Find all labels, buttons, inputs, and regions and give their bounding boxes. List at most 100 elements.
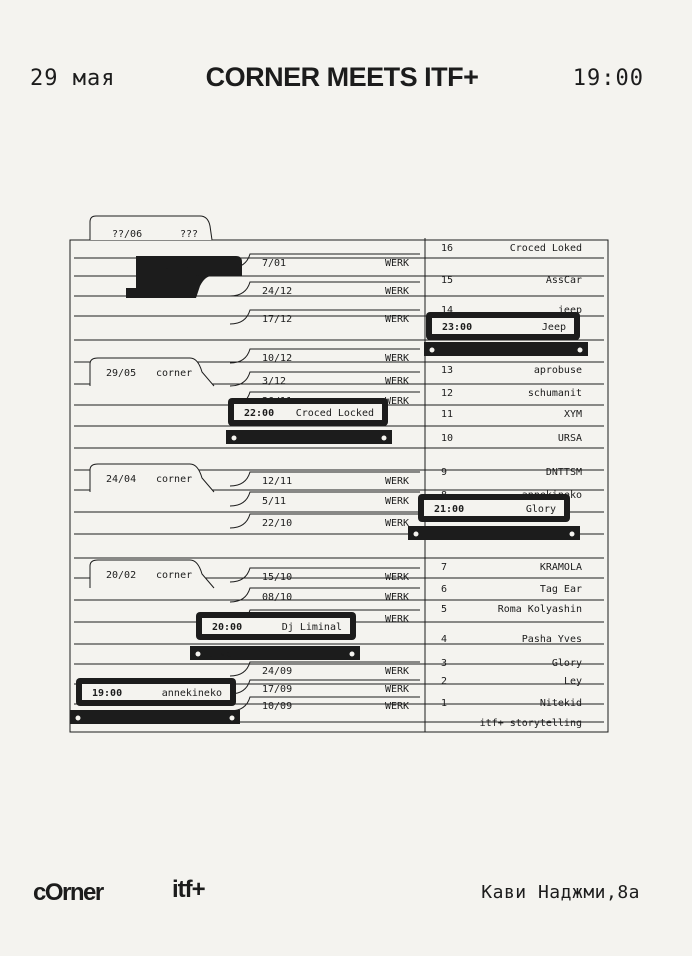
lineup-number: 4 [441,634,447,645]
date-label: 22/10 [262,518,292,529]
schedule-time: 20:00 [212,622,242,633]
werk-tag: WERK [385,496,409,507]
lineup-artist: Glory [552,658,582,669]
werk-tag: WERK [385,353,409,364]
lineup-artist: jeep [558,305,582,316]
date-label: 08/10 [262,592,292,603]
lineup-artist: Nitekid [540,698,582,709]
top-tab-date: ??/06 [112,229,142,240]
event-title: CORNER MEETS ITF+ [205,62,479,92]
event-date: 29 мая [30,66,116,91]
date-tab-edge [229,567,420,583]
date-label: 5/11 [262,496,286,507]
lineup-artist: Roma Kolyashin [498,604,582,615]
lineup-number: 7 [441,562,447,573]
schedule-artist: Glory [526,504,556,515]
schedule-badge-window [82,684,230,700]
date-tab-edge [229,513,420,529]
top-tab-label: ??? [180,229,198,240]
lineup-number: 16 [441,243,453,254]
date-tab-edge [229,281,420,297]
date-label: 17/12 [262,314,292,325]
base-rivet [577,347,583,353]
date-label: 3/12 [262,376,286,387]
schedule-note: live [208,649,232,660]
lineup-number: 15 [441,275,453,286]
date-tab-edge [229,491,420,507]
werk-tag: WERK [385,684,409,695]
folder-block-outline [69,239,609,733]
schedule-artist: Croced Locked [296,408,374,419]
lineup-artist: Croced Loked [510,243,582,254]
corner-logo: cOrner [33,879,104,906]
werk-tag: WERK [385,518,409,529]
top-folder-tab [89,215,213,241]
itf-logo-text: itf+ [162,265,203,285]
date-label: 24/09 [262,666,292,677]
schedule-time: 19:00 [92,688,122,699]
schedule-base-bar [70,710,240,724]
date-label: 10/12 [262,353,292,364]
base-rivet [75,715,81,721]
event-time: 19:00 [572,66,644,91]
werk-tag: WERK [385,592,409,603]
schedule-base-bar [424,342,588,356]
werk-tag: WERK [385,614,409,625]
date-label: 12/11 [262,476,292,487]
lineup-number: 10 [441,433,453,444]
group-tab-label: corner [156,474,192,485]
bottom-label: itf+ storytelling [480,718,582,729]
venue-address: Кави Наджми,8а [481,882,640,903]
schedule-base-bar [408,526,580,540]
schedule-time: 23:00 [442,322,472,333]
lineup-number: 5 [441,604,447,615]
lineup-number: 6 [441,584,447,595]
group-folder-tab [89,357,215,387]
werk-tag: WERK [385,666,409,677]
werk-tag: WERK [385,572,409,583]
werk-tag: WERK [385,376,409,387]
date-tab-edge [229,471,420,487]
werk-tag: WERK [385,258,409,269]
lineup-number: 9 [441,467,447,478]
schedule-time: 22:00 [244,408,274,419]
lineup-artist: KRAMOLA [540,562,582,573]
base-rivet [349,651,355,657]
date-tab-edge [229,309,420,325]
lineup-number: 11 [441,409,453,420]
group-tab-date: 24/04 [106,474,136,485]
werk-tag: WERK [385,286,409,297]
schedule-time: 21:00 [434,504,464,515]
lineup-number: 1 [441,698,447,709]
date-tab-edge [229,348,420,364]
schedule-artist: Jeep [542,322,566,333]
date-tab-edge [229,661,420,677]
schedule-artist: annekineko [162,688,222,699]
lineup-number: 2 [441,676,447,687]
lineup-artist: schumanit [528,388,582,399]
lineup-artist: aprobuse [534,365,582,376]
schedule-badge-window [202,618,350,634]
lineup-artist: DNTTSM [546,467,582,478]
date-label: 15/10 [262,572,292,583]
base-rivet [231,435,237,441]
schedule-base-bar [190,646,360,660]
lineup-artist: URSA [558,433,582,444]
group-tab-date: 20/02 [106,570,136,581]
date-label: 10/09 [262,701,292,712]
schedule-badge-window [424,500,564,516]
date-label: 7/01 [262,258,286,269]
werk-tag: WERK [385,314,409,325]
group-tab-date: 29/05 [106,368,136,379]
lineup-number: 13 [441,365,453,376]
date-tab-edge [229,371,420,387]
itf-logo-blob [126,256,242,298]
schedule-badge-window [234,404,382,420]
base-rivet [195,651,201,657]
lineup-artist: Pasha Yves [522,634,582,645]
schedule-badge-window [432,318,574,334]
schedule-artist: Dj Liminal [282,622,342,633]
itf-logo: itf+ [172,876,206,903]
base-rivet [229,715,235,721]
